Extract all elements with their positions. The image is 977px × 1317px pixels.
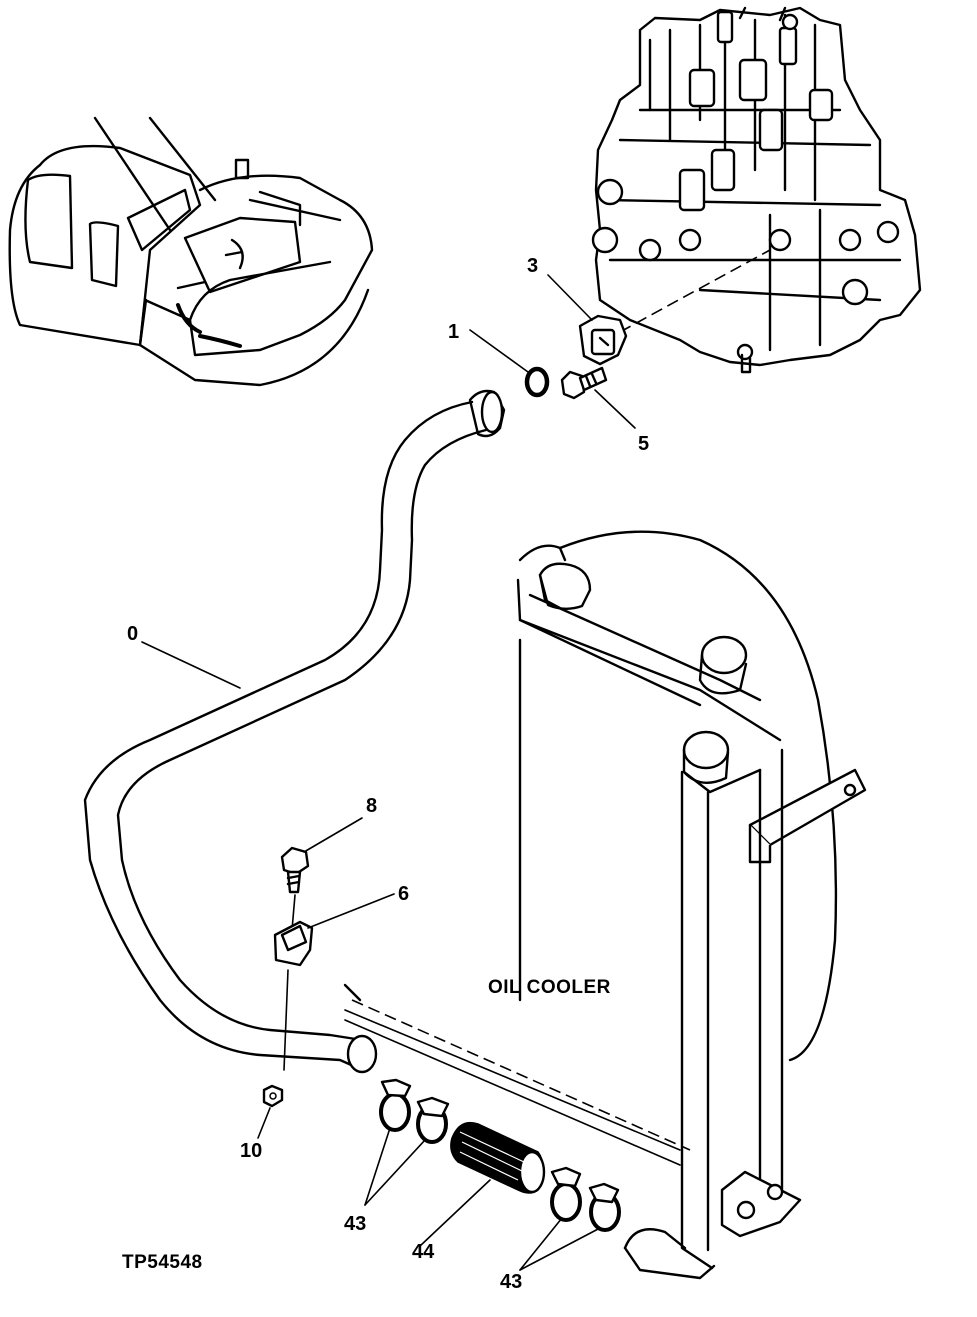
callout-6: 6 [398,883,409,905]
callout-43-left: 43 [344,1213,366,1235]
callout-1: 1 [448,321,459,343]
o-ring-part [524,366,550,398]
excavator-locator-illustration [8,116,374,387]
oil-cooler-label: OIL COOLER [488,977,611,998]
callout-43-right: 43 [500,1271,522,1293]
cap-screw-part [560,370,586,400]
callout-5: 5 [638,433,649,455]
bolt-part [280,846,310,876]
callout-44: 44 [412,1241,435,1263]
rubber-hose-sleeve [450,1121,546,1194]
figure-id: TP54548 [122,1252,203,1273]
valve-fitting-parts [468,249,771,438]
hose-clamps-and-sleeve [379,1078,621,1232]
oil-cooler-illustration [343,530,867,1280]
callout-leader-lines [141,274,636,1271]
callout-8: 8 [366,795,377,817]
hydraulic-hose-part [83,400,488,1074]
clamp-hardware [262,846,314,1108]
callout-0: 0 [127,623,138,645]
callout-3: 3 [527,255,538,277]
control-valve-illustration [591,6,922,374]
callout-10: 10 [240,1140,262,1162]
